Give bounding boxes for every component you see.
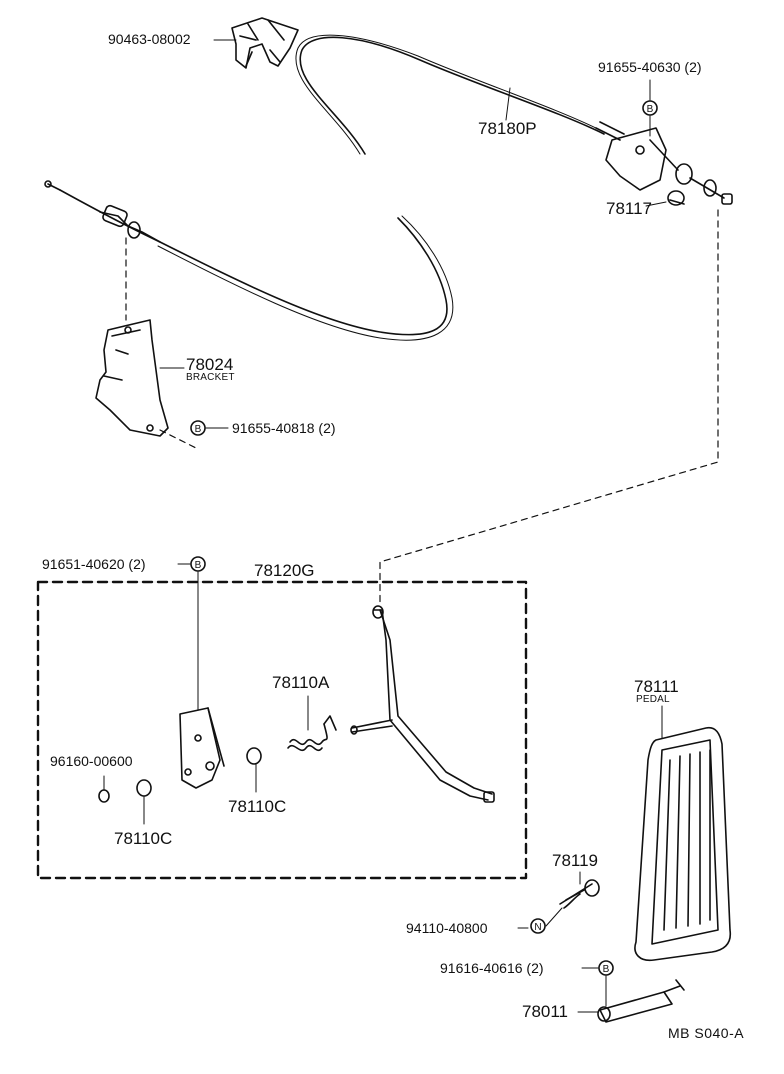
washer-part — [98, 789, 110, 803]
drawing-code: MB S040-A — [668, 1025, 745, 1041]
label-bracket-number: 78024 — [186, 355, 234, 374]
label-spring: 78110A — [272, 673, 330, 692]
cable-plate — [605, 127, 733, 206]
return-spring — [287, 715, 337, 752]
label-assembly: 78120G — [254, 561, 315, 580]
label-bolt-bottom: 91616-40616 (2) — [440, 960, 544, 976]
label-nut: 94110-40800 — [406, 920, 488, 936]
label-washer: 96160-00600 — [50, 753, 133, 769]
pivot-part — [597, 979, 685, 1023]
leader-lines — [103, 39, 667, 1013]
label-part-78117: 78117 — [606, 199, 653, 218]
bushing-left — [136, 779, 152, 797]
label-pedal-number: 78111 — [634, 677, 679, 696]
leader-dashed-lines — [125, 209, 719, 607]
throttle-cable — [44, 34, 625, 341]
pedal-bracket — [179, 707, 225, 789]
label-bushing-right: 78110C — [228, 797, 287, 816]
stopper-part — [559, 879, 600, 909]
accelerator-arm — [350, 605, 495, 803]
bracket-part — [95, 319, 169, 437]
b-symbol-bracket — [190, 420, 206, 436]
label-clip: 90463-08002 — [108, 31, 191, 47]
n-symbol — [530, 918, 546, 934]
label-pedal-word: PEDAL — [636, 694, 670, 705]
bushing-right — [246, 747, 262, 765]
pedal-part — [634, 726, 732, 962]
assembly-box — [36, 580, 528, 880]
b-letter-bottom: B — [603, 964, 610, 975]
label-part-78011: 78011 — [522, 1002, 569, 1021]
b-letter-assembly: B — [195, 560, 202, 571]
label-cable: 78180P — [478, 119, 537, 138]
b-letter-top-right: B — [647, 104, 654, 115]
b-symbol-bottom — [598, 960, 614, 976]
label-bolt-bracket: 91655-40818 (2) — [232, 420, 336, 436]
b-symbol-assembly — [190, 556, 206, 572]
label-bolt-assembly: 91651-40620 (2) — [42, 556, 146, 572]
clip-part — [231, 17, 299, 69]
circled-symbols — [190, 100, 658, 976]
label-bolt-top-right: 91655-40630 (2) — [598, 59, 702, 75]
n-letter: N — [534, 922, 541, 933]
b-symbol-top-right — [642, 100, 658, 116]
label-stopper: 78119 — [552, 851, 599, 870]
b-letter-bracket: B — [195, 424, 202, 435]
label-bushing-left: 78110C — [114, 829, 173, 848]
label-bracket-word: BRACKET — [186, 372, 235, 383]
